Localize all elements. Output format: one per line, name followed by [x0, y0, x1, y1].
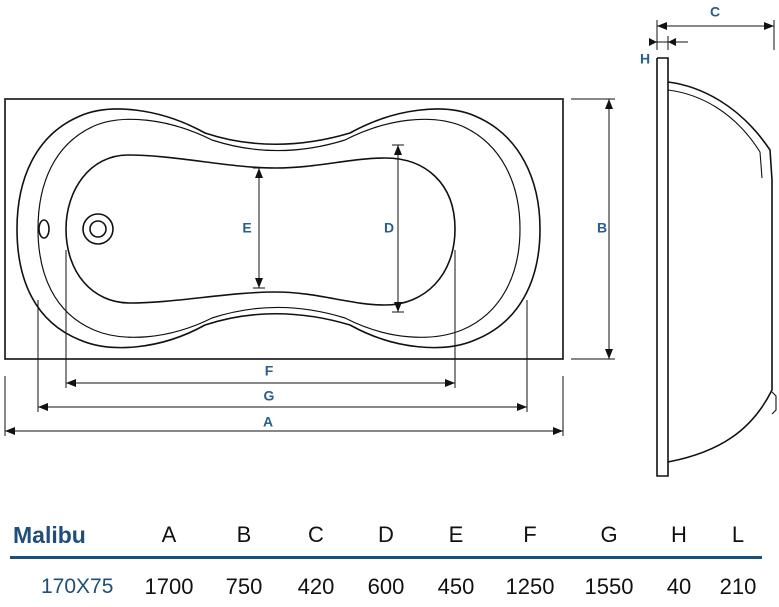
dimension-label-group: E D B F G A C H: [242, 4, 720, 430]
side-body-outline: [667, 81, 773, 463]
column-header: C: [308, 522, 324, 547]
dim-label-g: G: [264, 388, 275, 404]
column-value: 750: [225, 574, 263, 599]
column-header: L: [731, 522, 745, 547]
basin-outer-outline: [16, 108, 541, 349]
dim-label-b: B: [597, 220, 607, 236]
dim-label-d: D: [384, 220, 394, 236]
drain-outer-icon: [82, 213, 114, 245]
top-view: [4, 98, 564, 360]
column-value: 40: [666, 574, 692, 599]
column-value: 1700: [144, 574, 194, 599]
overflow-icon: [38, 219, 50, 239]
column-header: F: [523, 522, 537, 547]
spec-table: Malibu 170X75 A B C D E F G H L 1700 750…: [0, 512, 779, 607]
column-header: D: [378, 522, 394, 547]
column-header: A: [161, 522, 177, 547]
column-header: H: [671, 522, 687, 547]
column-value: 210: [719, 574, 757, 599]
bathtub-drawing: E D B F G A C H: [4, 4, 777, 477]
dim-label-a: A: [263, 414, 273, 430]
basin-shoulder-outline: [37, 118, 521, 338]
column-header: G: [600, 522, 618, 547]
column-value: 1250: [505, 574, 555, 599]
model-name: Malibu: [13, 522, 86, 548]
basin-floor-outline: [65, 154, 456, 306]
table-divider: [10, 556, 762, 559]
dimension-arrowheads: [5, 22, 774, 435]
dim-label-h: H: [640, 51, 650, 67]
side-foot-outline: [771, 391, 777, 415]
dimension-lines: [4, 20, 775, 436]
side-body-inner-outline: [667, 89, 763, 179]
column-value: 420: [297, 574, 335, 599]
tub-outer-rim: [4, 98, 564, 360]
model-size: 170X75: [41, 575, 114, 598]
column-value: 450: [437, 574, 475, 599]
dim-label-e: E: [242, 220, 251, 236]
column-header: E: [448, 522, 464, 547]
drain-inner-icon: [89, 220, 107, 238]
column-value: 1550: [584, 574, 634, 599]
side-rim-outline: [656, 57, 669, 477]
column-value: 600: [367, 574, 405, 599]
dim-label-c: C: [710, 4, 720, 20]
side-view: [656, 57, 777, 477]
column-header: B: [236, 522, 252, 547]
dim-label-f: F: [265, 363, 274, 379]
